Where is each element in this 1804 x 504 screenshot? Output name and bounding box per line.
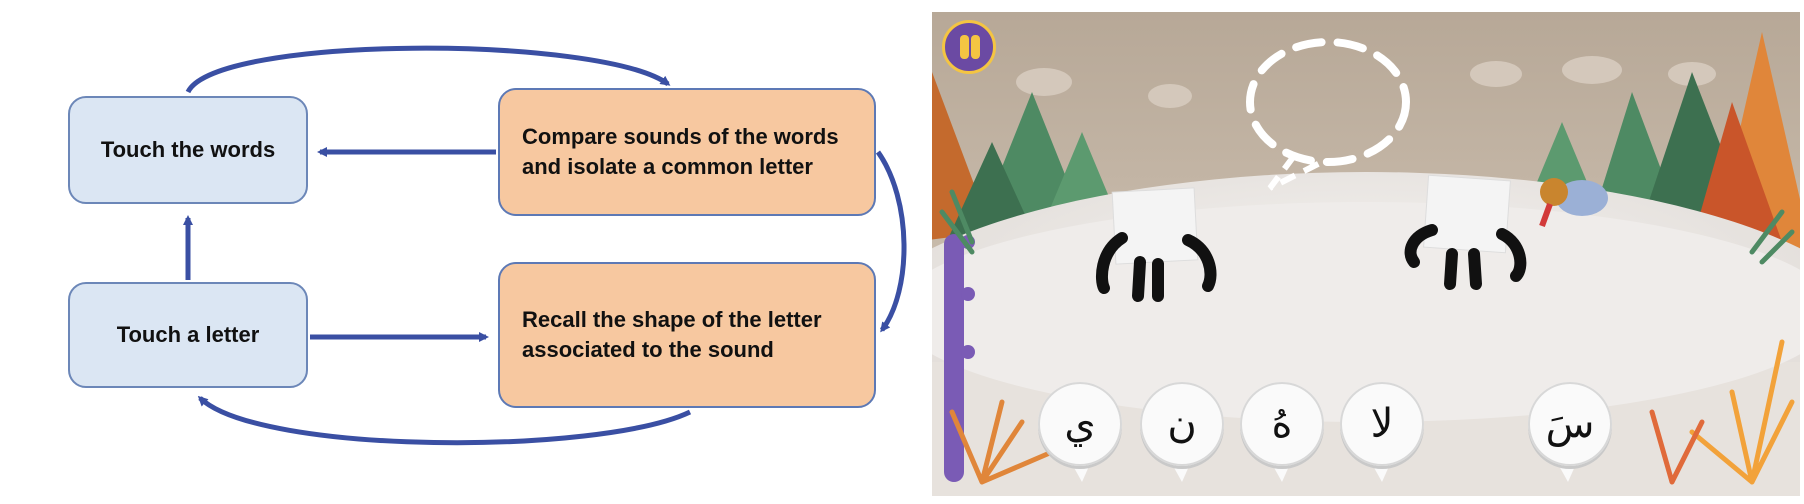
letter-choice-1[interactable]: ي xyxy=(1038,382,1122,466)
arrow-words-to-compare xyxy=(185,45,671,94)
node-touch-the-words: Touch the words xyxy=(68,96,308,204)
arrow-recall-to-letter xyxy=(197,395,692,446)
pause-icon xyxy=(960,35,969,59)
game-screenshot: ي ن هُ لا سَ xyxy=(932,12,1800,496)
right-card-character xyxy=(1404,174,1527,290)
letter-choice-3[interactable]: هُ xyxy=(1240,382,1324,466)
node-recall-shape: Recall the shape of the letter associate… xyxy=(498,262,876,408)
node-touch-the-words-label: Touch the words xyxy=(100,137,276,162)
arrow-compare-to-recall xyxy=(875,150,907,333)
diagram-arrows xyxy=(183,45,907,446)
letter-choice-2[interactable]: ن xyxy=(1140,382,1224,466)
letter-choice-4[interactable]: لا xyxy=(1340,382,1424,466)
monster-creature xyxy=(1539,178,1608,228)
node-compare-sounds-label: Compare sounds of the words and isolate … xyxy=(522,124,839,179)
pause-button[interactable] xyxy=(942,20,996,74)
node-recall-shape-label: Recall the shape of the letter associate… xyxy=(522,307,822,362)
letter-choice-5[interactable]: سَ xyxy=(1528,382,1612,466)
pause-icon-bar xyxy=(971,35,980,59)
node-touch-a-letter-label: Touch a letter xyxy=(116,322,260,347)
node-touch-a-letter: Touch a letter xyxy=(68,282,308,388)
node-compare-sounds: Compare sounds of the words and isolate … xyxy=(498,88,876,216)
flow-diagram: Touch the words Touch a letter Compare s… xyxy=(68,45,907,446)
foliage xyxy=(939,189,1795,485)
progress-bar xyxy=(944,234,964,482)
empty-speech-bubble xyxy=(1246,38,1410,166)
left-card-character xyxy=(1096,187,1217,302)
